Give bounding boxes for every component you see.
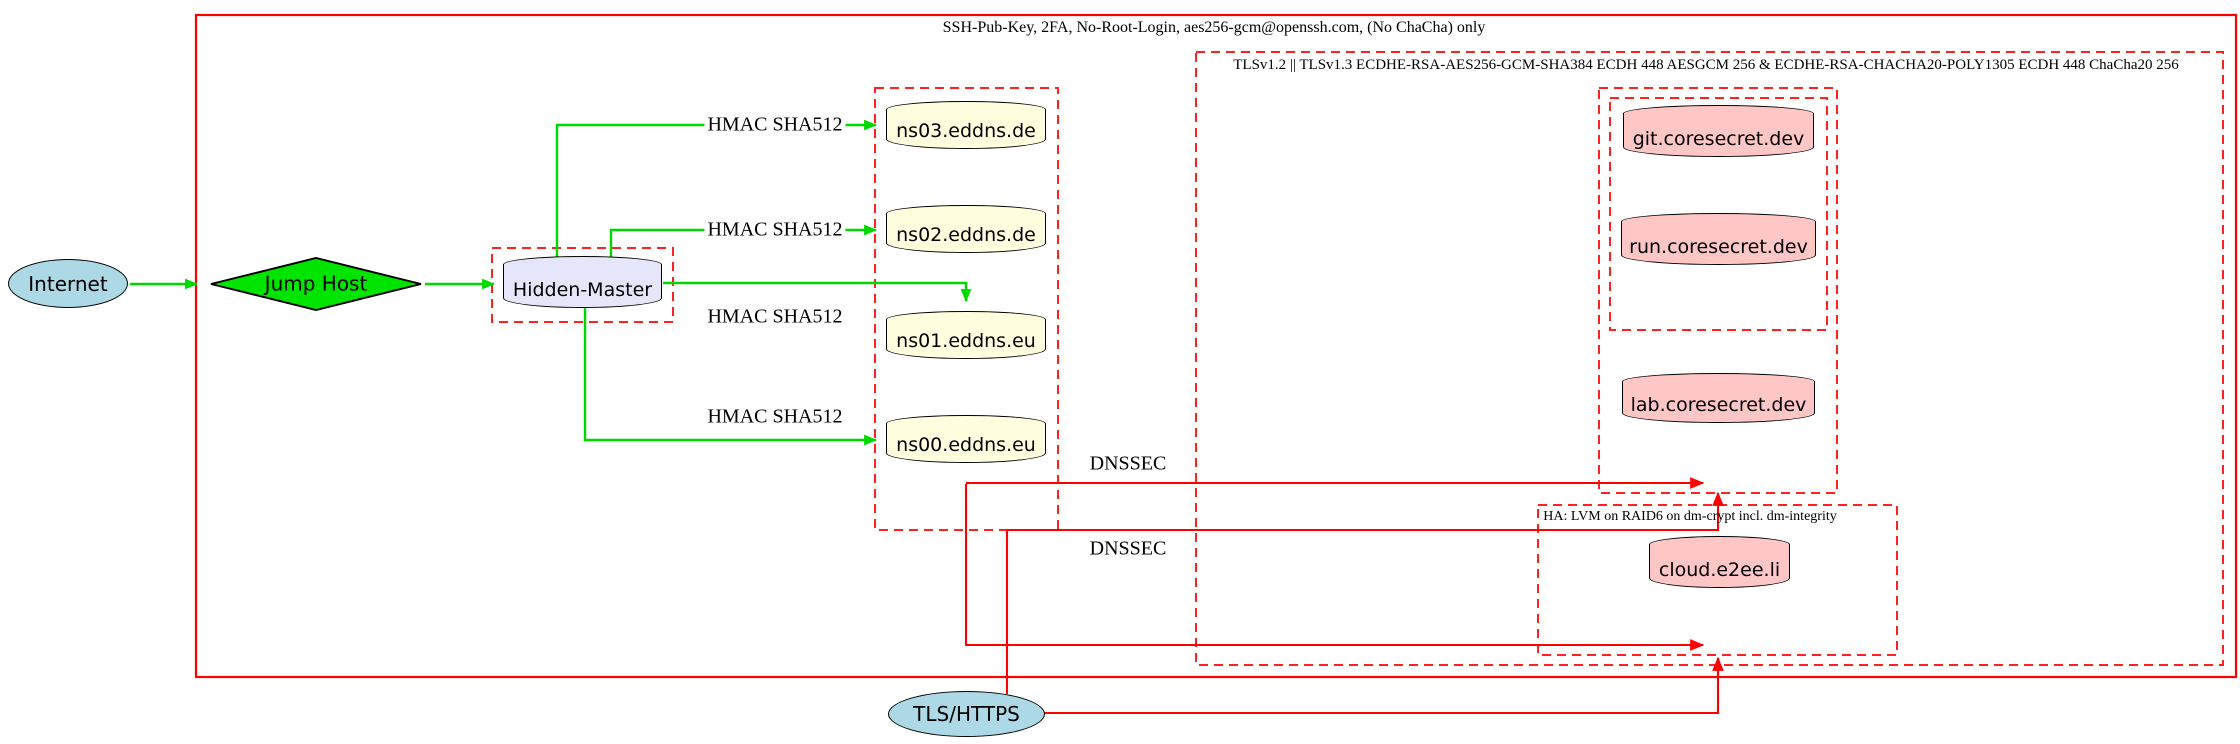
edge-label-hmac-ns03: HMAC SHA512: [704, 113, 846, 137]
ha-cluster-label: HA: LVM on RAID6 on dm-crypt incl. dm-in…: [1543, 509, 1837, 524]
node-tls-https: TLS/HTTPS: [888, 691, 1045, 737]
ns03-label: ns03.eddns.de: [896, 120, 1036, 142]
edge-tls-coresecret: [1005, 491, 1724, 694]
ns02-label: ns02.eddns.de: [896, 224, 1036, 246]
ssh-cluster-label: SSH-Pub-Key, 2FA, No-Root-Login, aes256-…: [942, 19, 1486, 36]
node-git: git.coresecret.dev: [1623, 105, 1814, 157]
lab-label: lab.coresecret.dev: [1630, 394, 1807, 416]
node-ns01: ns01.eddns.eu: [886, 311, 1046, 359]
ns00-label: ns00.eddns.eu: [896, 434, 1036, 456]
coresecret-cluster-box: [1598, 87, 1838, 494]
edge-hiddenmaster-ns00: [583, 306, 878, 446]
jump-host-label: Jump Host: [264, 271, 368, 296]
git-label: git.coresecret.dev: [1632, 128, 1805, 150]
ns01-label: ns01.eddns.eu: [896, 330, 1036, 352]
node-run: run.coresecret.dev: [1621, 213, 1816, 265]
edge-label-dnssec-2: DNSSEC: [1086, 537, 1170, 561]
cloud-label: cloud.e2ee.li: [1658, 559, 1781, 581]
eddns-cluster-box: [874, 87, 1059, 531]
run-label: run.coresecret.dev: [1629, 236, 1808, 258]
coresecret-inner-box: [1609, 97, 1828, 331]
node-ns02: ns02.eddns.de: [886, 205, 1046, 253]
edge-label-hmac-ns02: HMAC SHA512: [704, 218, 846, 242]
node-jump-host: Jump Host: [209, 256, 423, 312]
diamond-shape: [210, 257, 422, 311]
edge-dnssec-2: [964, 484, 1705, 651]
internet-label: Internet: [28, 271, 108, 296]
node-cloud: cloud.e2ee.li: [1649, 536, 1790, 588]
edge-tls-ha: [1044, 656, 1724, 715]
tls-cluster-box: [1195, 51, 2224, 666]
node-ns00: ns00.eddns.eu: [886, 415, 1046, 463]
edge-label-dnssec-1: DNSSEC: [1086, 452, 1170, 476]
tls-cluster-label: TLSv1.2 || TLSv1.3 ECDHE-RSA-AES256-GCM-…: [1233, 57, 2179, 73]
node-internet: Internet: [8, 259, 128, 308]
node-lab: lab.coresecret.dev: [1622, 373, 1815, 423]
edge-label-hmac-ns00: HMAC SHA512: [704, 405, 846, 429]
node-ns03: ns03.eddns.de: [886, 101, 1046, 149]
edge-hiddenmaster-ns01: [663, 281, 972, 303]
tls-https-label: TLS/HTTPS: [913, 702, 1020, 726]
ssh-cluster-box: [194, 13, 2238, 679]
edge-label-hmac-ns01: HMAC SHA512: [704, 305, 846, 329]
node-hidden-master: Hidden-Master: [503, 256, 662, 308]
hidden-master-label: Hidden-Master: [512, 279, 653, 301]
